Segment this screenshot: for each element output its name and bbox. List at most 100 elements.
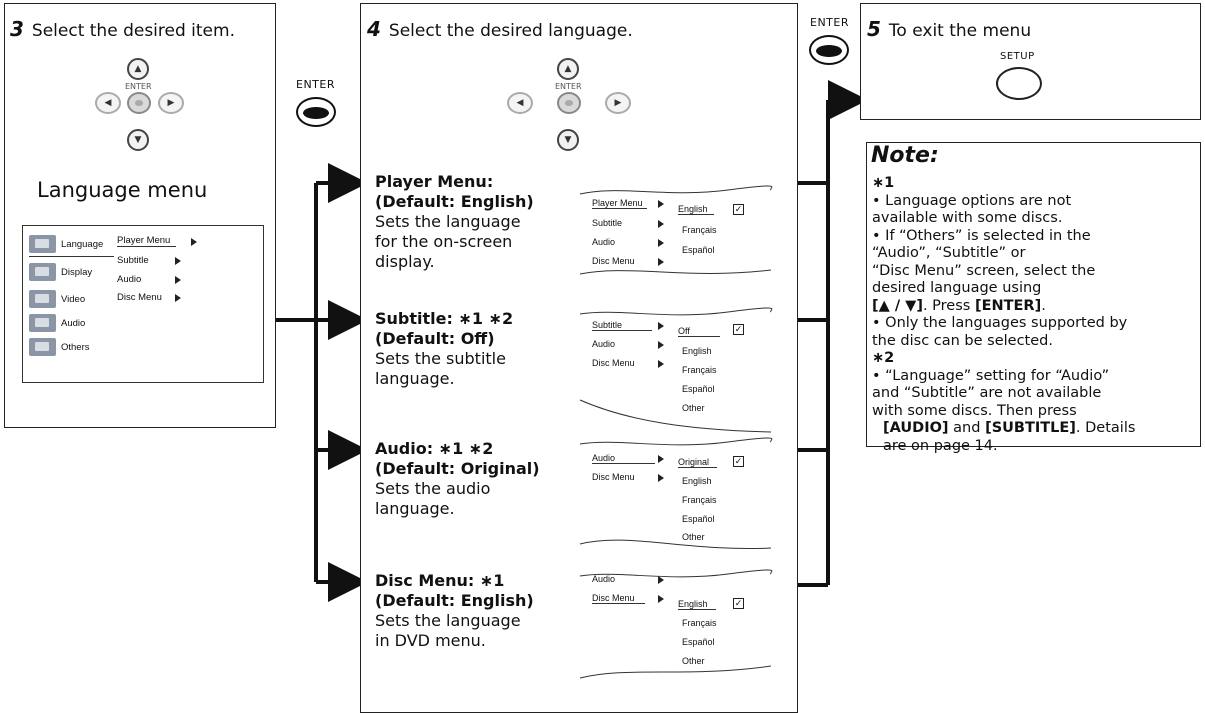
note-body: ∗1 • Language options are not available … [872, 175, 1135, 455]
left-button[interactable]: ◀ [507, 92, 533, 114]
option-desc: Sets the language [375, 212, 521, 231]
tab-display[interactable]: Display [29, 260, 139, 284]
mini-item[interactable]: Audio [592, 453, 656, 464]
option-desc: display. [375, 252, 435, 271]
triangle-left-icon: ◀ [104, 97, 112, 108]
mini-value[interactable]: Español [682, 245, 715, 255]
mini-item[interactable]: Subtitle [592, 218, 623, 228]
option-heading: Subtitle: ∗1 ∗2 [375, 309, 514, 328]
arrow-right-icon [658, 200, 664, 208]
triangle-left-icon: ◀ [516, 97, 524, 108]
mini-value[interactable]: Other [682, 532, 705, 542]
video-icon [29, 290, 56, 308]
left-button[interactable]: ◀ [95, 92, 121, 114]
arrow-right-icon [658, 576, 664, 584]
mini-value-selected[interactable]: Off [678, 326, 720, 337]
note-line: • Language options are not [872, 192, 1072, 209]
mini-item[interactable]: Audio [592, 237, 616, 247]
triangle-up-icon: ▲ [134, 63, 142, 74]
step-title-text: To exit the menu [888, 21, 1032, 41]
option-desc: Sets the language [375, 611, 521, 630]
mini-item[interactable]: Disc Menu [592, 256, 635, 266]
tab-others[interactable]: Others [29, 335, 139, 359]
right-button[interactable]: ▶ [605, 92, 631, 114]
arrow-right-icon [658, 220, 664, 228]
mini-item[interactable]: Player Menu [592, 198, 647, 209]
enter-button[interactable] [127, 92, 151, 114]
mini-value[interactable]: Español [682, 637, 715, 647]
menu-item-disc-menu[interactable]: Disc Menu [117, 292, 162, 303]
tab-label: Video [61, 293, 86, 305]
note-line: available with some discs. [872, 210, 1063, 226]
mini-value[interactable]: Other [682, 403, 705, 413]
tab-video[interactable]: Video [29, 287, 139, 311]
mini-item[interactable]: Audio [592, 339, 616, 349]
menu-item-audio[interactable]: Audio [117, 274, 142, 285]
mini-value[interactable]: Français [682, 495, 717, 505]
note-key: [ENTER] [974, 297, 1042, 314]
mini-value-selected[interactable]: Original [678, 457, 718, 468]
arrow-right-icon [191, 238, 197, 246]
tab-language[interactable]: Language [29, 232, 139, 256]
option-desc: language. [375, 499, 455, 518]
note-line: • If “Others” is selected in the [872, 227, 1091, 244]
mini-item[interactable]: Disc Menu [592, 593, 645, 604]
enter-small-label: ENTER [555, 82, 582, 91]
note-mark: ∗1 [872, 175, 895, 191]
note-text: . [1041, 297, 1046, 314]
tab-label: Language [61, 238, 104, 250]
mini-value[interactable]: Other [682, 656, 705, 666]
option-desc: language. [375, 369, 455, 388]
option-desc: Sets the subtitle [375, 349, 506, 368]
tab-audio[interactable]: Audio [29, 311, 139, 335]
enter-key[interactable] [809, 35, 849, 65]
arrow-right-icon [658, 341, 664, 349]
setup-button[interactable] [996, 67, 1042, 100]
mini-menu-subtitle: Subtitle Audio Disc Menu Off ✓ English F… [578, 306, 773, 434]
mini-value[interactable]: Français [682, 365, 717, 375]
down-button[interactable]: ▼ [127, 129, 149, 151]
mini-value-selected[interactable]: English [678, 599, 716, 610]
note-text: . Details [1075, 420, 1136, 436]
others-icon [29, 338, 56, 356]
enter-key[interactable] [296, 97, 336, 127]
mini-value[interactable]: English [682, 476, 712, 486]
up-button[interactable]: ▲ [557, 58, 579, 80]
mini-value[interactable]: Français [682, 225, 717, 235]
down-button[interactable]: ▼ [557, 129, 579, 151]
note-text: and [948, 420, 986, 436]
mini-value[interactable]: Français [682, 618, 717, 628]
option-desc: for the on-screen [375, 232, 513, 251]
menu-item-player-menu[interactable]: Player Menu [117, 235, 177, 247]
torn-edge [579, 307, 773, 433]
menu-item-subtitle[interactable]: Subtitle [117, 255, 149, 266]
option-disc-menu: Disc Menu: ∗1 (Default: English) Sets th… [375, 571, 534, 651]
mini-value[interactable]: Español [682, 384, 715, 394]
arrow-right-icon [658, 474, 664, 482]
step-number: 4 [367, 17, 381, 41]
option-default: (Default: English) [375, 192, 534, 211]
up-button[interactable]: ▲ [127, 58, 149, 80]
right-button[interactable]: ▶ [158, 92, 184, 114]
note-text: . Press [922, 297, 975, 314]
mini-item[interactable]: Subtitle [592, 320, 653, 331]
mini-item[interactable]: Audio [592, 574, 616, 584]
note-line: “Disc Menu” screen, select the [872, 262, 1096, 279]
mini-item[interactable]: Disc Menu [592, 472, 635, 482]
step5-panel [860, 3, 1201, 120]
mini-item[interactable]: Disc Menu [592, 358, 635, 368]
note-line: • Only the languages supported by [872, 315, 1128, 331]
option-desc: in DVD menu. [375, 631, 486, 650]
option-heading: Disc Menu: ∗1 [375, 571, 505, 590]
mini-value[interactable]: Español [682, 514, 715, 524]
checkbox-icon: ✓ [733, 324, 744, 335]
enter-key-label: ENTER [296, 78, 335, 91]
torn-edge [579, 569, 773, 679]
enter-button[interactable] [557, 92, 581, 114]
note-line: [AUDIO] and [SUBTITLE]. Details [872, 420, 1135, 438]
mini-value[interactable]: English [682, 346, 712, 356]
step-title-text: Select the desired language. [388, 21, 633, 41]
mini-value-selected[interactable]: English [678, 204, 714, 215]
